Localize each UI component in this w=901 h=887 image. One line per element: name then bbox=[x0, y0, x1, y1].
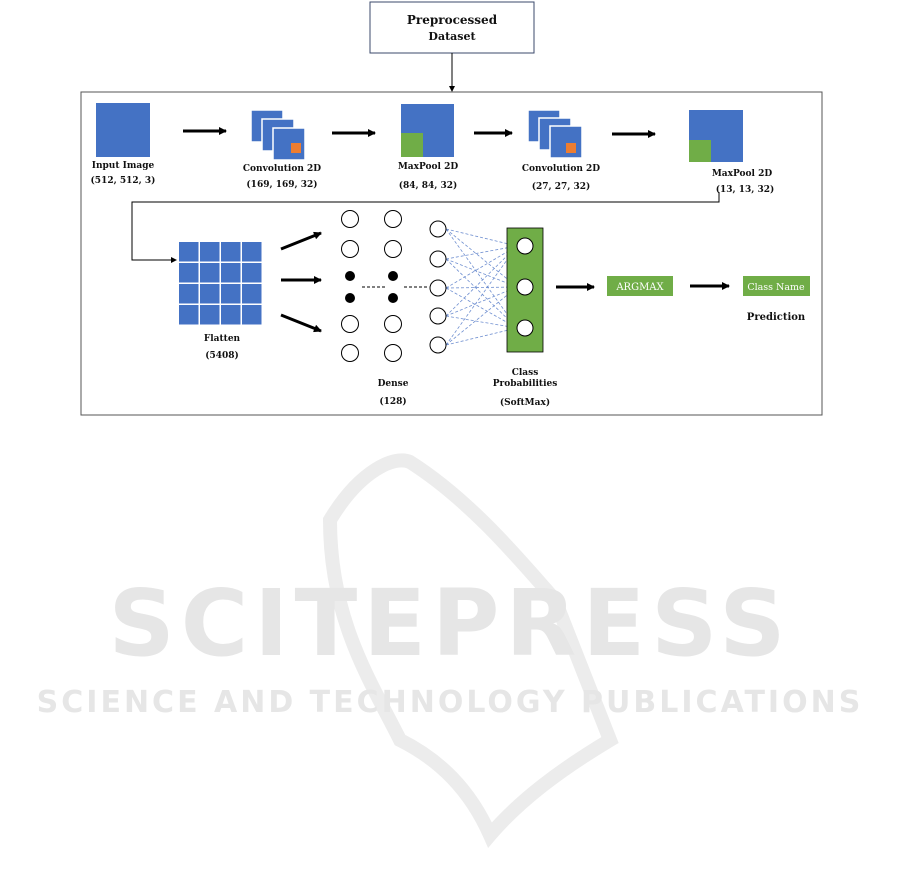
flatten-cell bbox=[200, 263, 220, 283]
softmax-shape: (SoftMax) bbox=[500, 397, 550, 408]
conv2-block bbox=[528, 110, 582, 158]
conv2-shape: (27, 27, 32) bbox=[532, 181, 591, 192]
flatten-cell bbox=[242, 305, 262, 325]
preprocessed-dataset-box bbox=[370, 2, 534, 53]
pool2-block bbox=[689, 110, 743, 162]
fc-connections bbox=[446, 229, 517, 345]
flatten-cell bbox=[179, 305, 199, 325]
pool2-shape: (13, 13, 32) bbox=[716, 184, 775, 195]
watermark: SCITEPRESS SCIENCE AND TECHNOLOGY PUBLIC… bbox=[37, 460, 864, 835]
dataset-title-line2: Dataset bbox=[428, 30, 476, 43]
pool2-label: MaxPool 2D bbox=[712, 169, 773, 179]
class-name-label: Class Name bbox=[747, 282, 805, 293]
softmax-label-line2: Probabilities bbox=[493, 379, 558, 389]
dense-output-column bbox=[430, 221, 446, 353]
fc-connection-line bbox=[446, 287, 517, 316]
conv1-kernel bbox=[291, 143, 301, 153]
input-image-block bbox=[96, 103, 150, 157]
pool1-window bbox=[401, 133, 423, 157]
flatten-cell bbox=[221, 263, 241, 283]
flatten-cell bbox=[179, 284, 199, 304]
connector-pool2-to-flatten bbox=[132, 192, 719, 260]
dataset-title-line1: Preprocessed bbox=[407, 13, 498, 27]
flatten-cell bbox=[200, 305, 220, 325]
flatten-shape: (5408) bbox=[205, 350, 239, 361]
flatten-cell bbox=[179, 242, 199, 262]
conv2-label: Convolution 2D bbox=[522, 164, 600, 174]
arrow-flatten-to-dense-top bbox=[281, 233, 321, 249]
dense-label: Dense bbox=[378, 379, 409, 389]
arrow-flatten-to-dense-bottom bbox=[281, 315, 321, 331]
input-image-shape: (512, 512, 3) bbox=[91, 175, 156, 186]
conv2-kernel bbox=[566, 143, 576, 153]
fc-connection-line bbox=[446, 259, 517, 287]
flatten-cell bbox=[221, 284, 241, 304]
fc-connection-line bbox=[446, 246, 517, 316]
dense-output-node bbox=[430, 280, 446, 296]
flatten-cell bbox=[221, 242, 241, 262]
dense-column-1 bbox=[342, 211, 359, 362]
watermark-title: SCITEPRESS bbox=[108, 570, 791, 677]
pool1-label: MaxPool 2D bbox=[398, 162, 459, 172]
softmax-label-line1: Class bbox=[512, 368, 539, 378]
pool2-window bbox=[689, 140, 711, 162]
flatten-label: Flatten bbox=[204, 334, 241, 344]
flatten-grid bbox=[179, 242, 262, 325]
flatten-cell bbox=[179, 263, 199, 283]
dense-output-node bbox=[430, 308, 446, 324]
dense-output-node bbox=[430, 221, 446, 237]
dense-output-node bbox=[430, 337, 446, 353]
conv1-block bbox=[251, 110, 305, 160]
flatten-cell bbox=[200, 284, 220, 304]
watermark-subtitle: SCIENCE AND TECHNOLOGY PUBLICATIONS bbox=[37, 685, 864, 720]
flatten-cell bbox=[242, 284, 262, 304]
dense-column-2 bbox=[385, 211, 402, 362]
dense-output-node bbox=[430, 251, 446, 267]
flatten-cell bbox=[200, 242, 220, 262]
fc-connection-line bbox=[446, 287, 517, 288]
pool1-block bbox=[401, 104, 454, 157]
prediction-caption: Prediction bbox=[747, 312, 806, 323]
flatten-cell bbox=[242, 242, 262, 262]
flatten-cell bbox=[221, 305, 241, 325]
flatten-cell bbox=[242, 263, 262, 283]
dense-shape: (128) bbox=[379, 396, 406, 407]
input-image-label: Input Image bbox=[92, 161, 155, 171]
conv1-label: Convolution 2D bbox=[243, 164, 321, 174]
argmax-label: ARGMAX bbox=[615, 282, 664, 293]
conv1-shape: (169, 169, 32) bbox=[246, 179, 317, 190]
fc-connection-line bbox=[446, 316, 517, 328]
pool1-shape: (84, 84, 32) bbox=[399, 180, 458, 191]
